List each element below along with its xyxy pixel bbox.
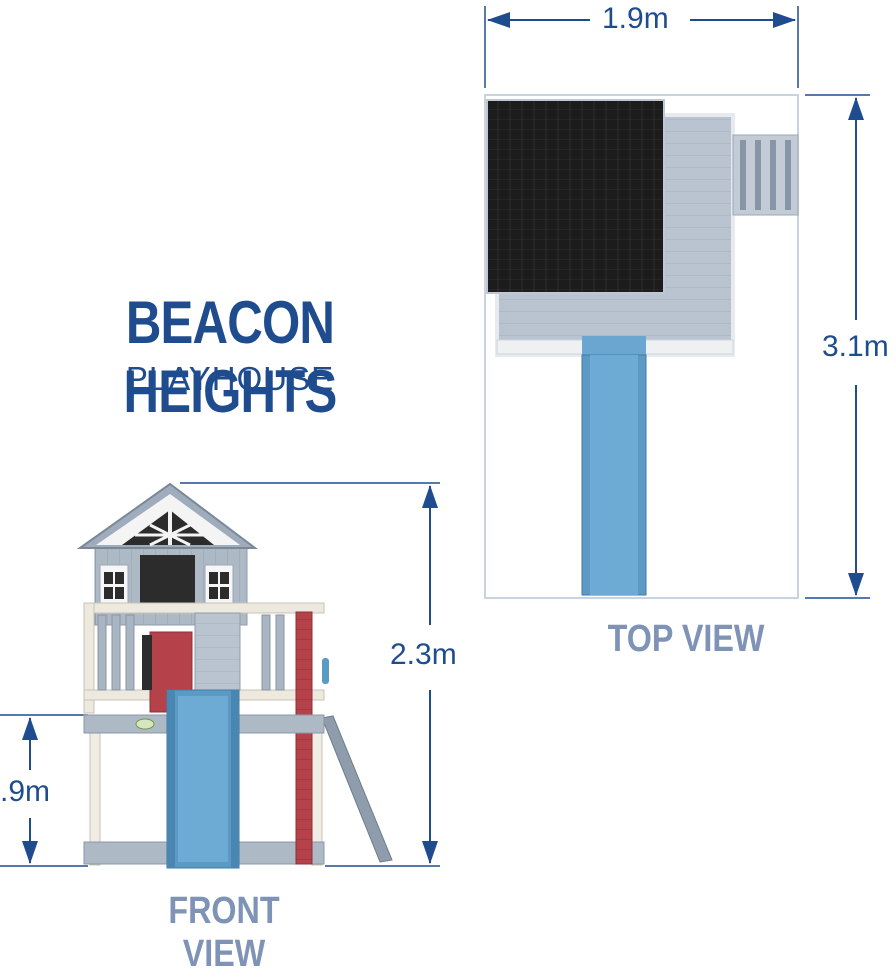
product-title: BEACON HEIGHTS (123, 289, 338, 425)
deck-height-dimension: .9m (0, 775, 51, 809)
diagram-drawing (0, 6, 870, 869)
top-length-dimension-line (805, 94, 870, 599)
top-footprint-outline (484, 94, 799, 599)
front-height-dimension-line (180, 482, 440, 867)
front-slide (166, 689, 240, 869)
front-view-label: FRONT VIEW (168, 890, 280, 975)
front-deck-height-dimension-line (0, 714, 88, 867)
front-window-right (204, 564, 234, 604)
front-view-drawing (0, 482, 440, 869)
top-view-drawing (484, 6, 870, 599)
top-roof (486, 99, 665, 294)
top-length-dimension: 3.1m (822, 330, 889, 364)
front-ladder (321, 715, 393, 863)
top-view-label: TOP VIEW (607, 618, 765, 660)
top-ladder (732, 134, 799, 216)
top-width-dimension-line (484, 6, 799, 88)
top-width-dimension: 1.9m (602, 2, 669, 36)
front-height-dimension: 2.3m (390, 638, 457, 672)
front-window-left (99, 564, 129, 604)
front-red-post (295, 611, 313, 865)
top-slide (581, 336, 647, 596)
product-subtitle: PLAYHOUSE (125, 360, 335, 397)
